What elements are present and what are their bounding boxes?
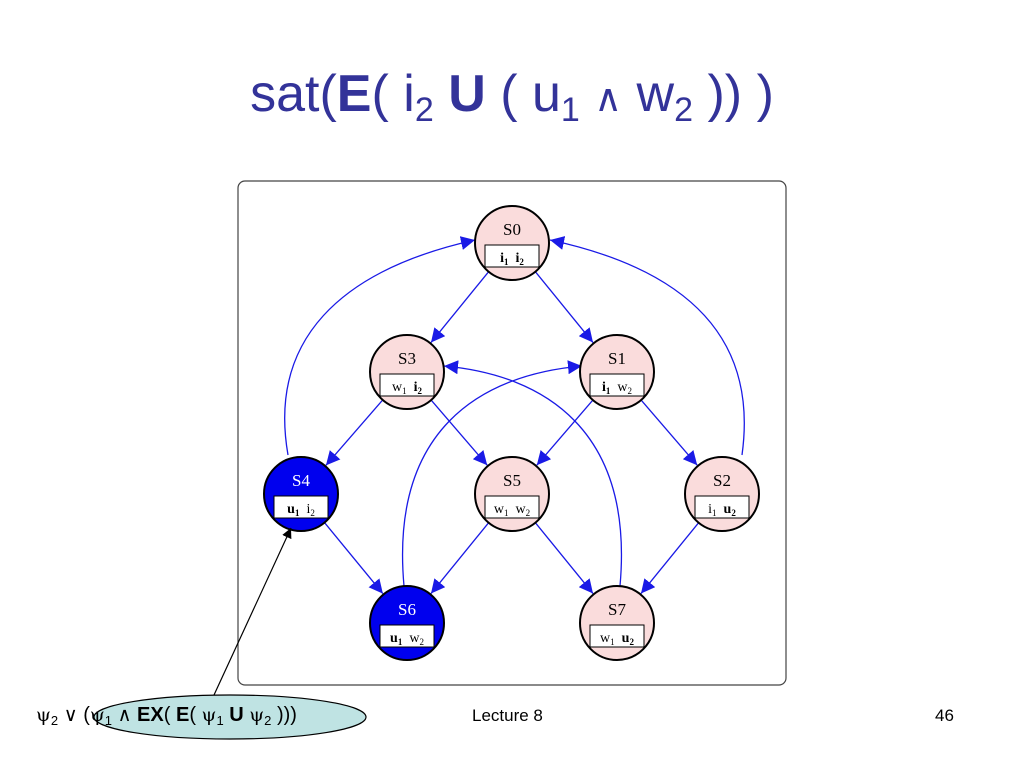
formula-EX: EX [137,704,164,726]
state-node-s4: S4 u1 i2 [263,456,339,532]
state-propositions: i1 i2 [500,251,524,269]
formula-highlight-oval [93,694,367,740]
formula: ψ2 ∨ (ψ1 ∧ EX( E( ψ1 U ψ2 ))) [36,699,297,731]
edge-s1-to-s2 [640,399,698,466]
title-i-part: ( i [371,65,415,123]
formula-paren: ( [163,704,171,726]
formula-sub: 1 [104,713,112,728]
title-u-part: ( u [500,65,561,123]
state-label-box [273,495,329,519]
title-w: w [636,65,675,123]
edge-s2-to-s0 [549,236,745,456]
formula-sub: 2 [50,713,59,728]
state-label-box [589,373,645,397]
title-sub-i: 2 [414,91,434,129]
formula-psi: ψ [89,704,105,726]
title-sub-w: 2 [674,91,694,129]
state-label-box [379,373,435,397]
footer-lecture: Lecture 8 [472,706,543,725]
edge-s5-to-s6 [430,522,490,594]
edge-s1-to-s5 [536,399,594,466]
edge-s0-to-s3 [430,271,490,343]
state-label-box [694,495,750,519]
formula-psi: ψ [201,704,217,726]
state-propositions: w1 w2 [494,502,530,520]
state-node-s3: S3 w1 i2 [369,334,445,410]
edge-s3-to-s5 [430,399,488,466]
edge-s3-to-s4 [325,399,384,466]
edge-s4-to-s0 [284,236,476,456]
title-and-symbol: ∧ [594,76,623,120]
title-U: U [448,65,486,123]
diagram-frame [237,180,787,686]
state-node-s6: S6 u1 w2 [369,585,445,661]
slide-title: sat(E( i2 U ( u1 ∧ w2 )) ) [0,62,1024,130]
formula-close: ))) [276,704,297,726]
formula-psi: ψ [36,704,51,726]
formula-E: E [175,704,190,726]
formula-sub: 1 [216,713,224,728]
state-propositions: u1 i2 [287,502,315,520]
title-prefix: sat( [250,65,337,123]
edge-s4-to-s6 [323,522,384,595]
state-name: S3 [398,349,416,368]
state-name: S0 [503,220,521,239]
state-name: S1 [608,349,626,368]
state-node-s0: S0 i1 i2 [474,205,550,281]
formula-paren: ( [189,704,196,726]
state-label-box [589,624,645,648]
nodes-layer: S0 i1 i2 S1 i1 w2 S2 i1 u2 S3 w1 i2 S4 u1 i2 S5 w1 … [263,205,760,661]
page-number: 46 [935,706,954,725]
state-propositions: u1 w2 [390,631,424,649]
state-node-s1: S1 i1 w2 [579,334,655,410]
state-name: S7 [608,600,626,619]
edges-layer [284,236,745,595]
state-propositions: w1 i2 [392,380,423,398]
state-name: S4 [292,471,310,490]
title-E: E [336,65,372,123]
state-name: S5 [503,471,521,490]
formula-U: U [229,704,244,726]
formula-sub: 2 [264,713,272,728]
state-node-s5: S5 w1 w2 [474,456,550,532]
formula-psi: ψ [249,704,265,726]
edge-s7-to-s3 [443,360,622,587]
formula-paren: ( [83,704,90,726]
title-close: )) ) [707,65,774,123]
state-propositions: w1 u2 [600,631,634,649]
edge-s6-to-s1 [402,360,583,587]
title-sub-u: 1 [560,91,580,129]
formula-or-symbol: ∨ [63,704,78,726]
state-propositions: i1 w2 [602,380,632,398]
edge-s2-to-s7 [640,522,700,594]
state-name: S6 [398,600,416,619]
formula-and-symbol: ∧ [117,704,132,726]
state-label-box [379,624,435,648]
state-node-s2: S2 i1 u2 [684,456,760,532]
state-label-box [484,495,540,519]
edge-s0-to-s1 [534,271,594,343]
state-label-box [484,244,540,268]
state-name: S2 [713,471,731,490]
edge-s5-to-s7 [534,522,594,594]
pointer-arrow [213,527,292,696]
state-propositions: i1 u2 [708,502,736,520]
state-node-s7: S7 w1 u2 [579,585,655,661]
